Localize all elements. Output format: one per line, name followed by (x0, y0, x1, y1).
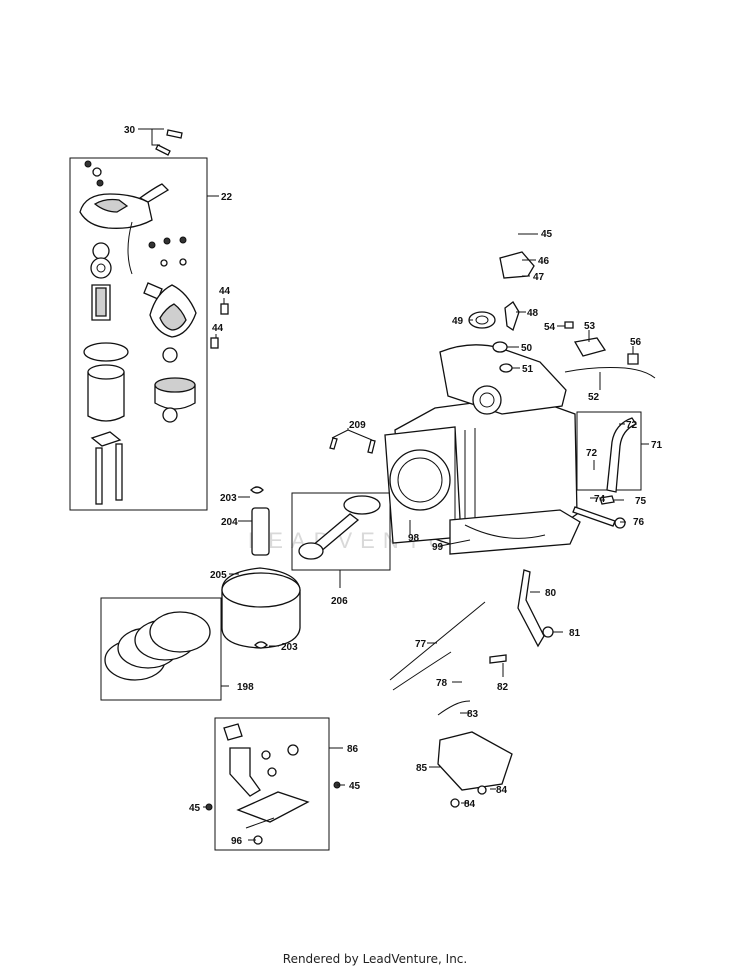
washer-51 (499, 363, 513, 373)
callout-204: 204 (221, 517, 238, 528)
piston-rings-group-box (100, 597, 222, 701)
callout-49: 49 (452, 316, 464, 327)
callout-54: 54 (544, 322, 556, 333)
callout-98: 98 (408, 533, 420, 544)
clip-74-75 (599, 495, 615, 505)
starter-group-box (69, 157, 208, 511)
bolts-30 (155, 129, 183, 156)
connecting-rod (298, 495, 381, 560)
rod-76 (572, 506, 616, 527)
bracket-assembly-group-box (214, 717, 330, 851)
callout-84-right: 84 (496, 785, 508, 796)
callout-209: 209 (349, 420, 366, 431)
callout-53: 53 (584, 321, 596, 332)
callout-77: 77 (415, 639, 427, 650)
footer-credit: Rendered by LeadVenture, Inc. (282, 952, 468, 966)
callout-72-upper: 72 (626, 420, 638, 431)
bolt-82 (489, 654, 507, 664)
nut-84-right (477, 785, 487, 795)
rod-77 (389, 601, 486, 681)
callout-203-upper: 203 (220, 493, 237, 504)
engine-block (384, 344, 581, 555)
gasket-99 (464, 524, 546, 539)
pin-44-lower (210, 337, 219, 349)
callout-46: 46 (538, 256, 550, 267)
callout-81: 81 (569, 628, 581, 639)
callout-203-lower: 203 (281, 642, 298, 653)
callout-56: 56 (630, 337, 642, 348)
harness-52 (564, 367, 656, 379)
callout-45-right: 45 (349, 781, 361, 792)
breather-tube-71 (606, 417, 637, 493)
callout-47: 47 (533, 272, 545, 283)
piston-205 (221, 567, 301, 649)
bracket-85 (437, 731, 513, 791)
callout-45-top: 45 (541, 229, 553, 240)
callout-74: 74 (594, 494, 606, 505)
spring-83 (437, 700, 471, 716)
bolts-209 (329, 437, 376, 454)
ring-50 (492, 341, 508, 353)
bracket-assembly (223, 723, 310, 845)
callout-99: 99 (432, 542, 444, 553)
piston-pin-204 (251, 507, 270, 556)
callout-86: 86 (347, 744, 359, 755)
plate-48 (504, 301, 520, 332)
callout-206: 206 (331, 596, 348, 607)
bolt-54 (564, 321, 574, 329)
callout-84-left: 84 (464, 799, 476, 810)
circlip-203-upper (250, 486, 264, 494)
callout-72-lower: 72 (586, 448, 598, 459)
callout-51: 51 (522, 364, 534, 375)
nut-81 (542, 626, 554, 638)
callout-30: 30 (124, 125, 136, 136)
callout-83: 83 (467, 709, 479, 720)
nut-84-left (450, 798, 460, 808)
callout-52: 52 (588, 392, 600, 403)
callout-71: 71 (651, 440, 663, 451)
callout-78: 78 (436, 678, 448, 689)
callout-76: 76 (633, 517, 645, 528)
connector-56 (627, 353, 639, 365)
spring-78 (392, 651, 452, 691)
starter-assembly (79, 160, 197, 505)
callout-198: 198 (237, 682, 254, 693)
bracket-46-47 (499, 251, 535, 279)
piston-rings (104, 611, 211, 681)
lever-80 (517, 569, 545, 648)
callout-22: 22 (221, 192, 233, 203)
callout-44-upper: 44 (219, 286, 231, 297)
callout-75: 75 (635, 496, 647, 507)
callout-45-left: 45 (189, 803, 201, 814)
module-53 (573, 337, 607, 357)
leader-lines (138, 128, 649, 841)
pin-44-upper (220, 303, 229, 315)
callout-44-lower: 44 (212, 323, 224, 334)
callout-82: 82 (497, 682, 509, 693)
callout-85: 85 (416, 763, 428, 774)
callout-205: 205 (210, 570, 227, 581)
connecting-rod-group-box (291, 492, 391, 571)
callout-50: 50 (521, 343, 533, 354)
callout-96: 96 (231, 836, 243, 847)
callout-48: 48 (527, 308, 539, 319)
circlip-203-lower (254, 641, 268, 649)
callout-80: 80 (545, 588, 557, 599)
